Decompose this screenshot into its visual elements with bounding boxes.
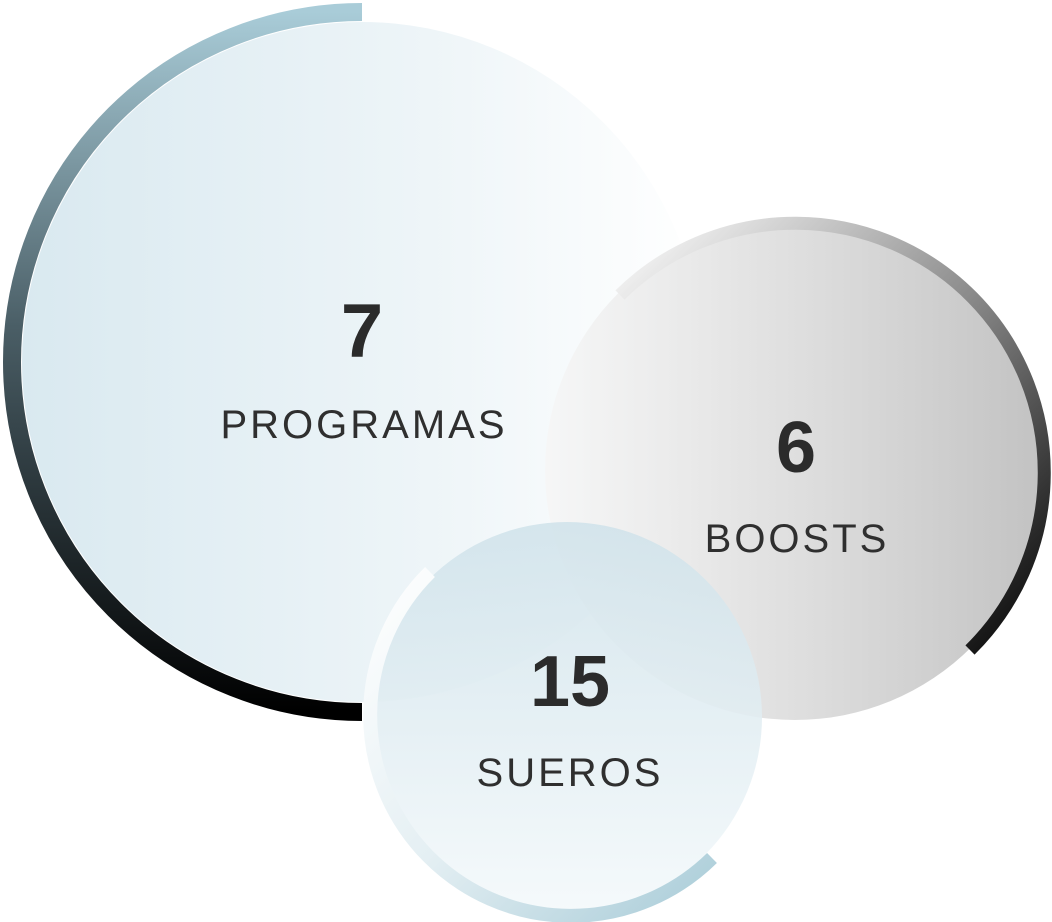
boosts-value: 6	[776, 408, 816, 488]
programas-value: 7	[341, 289, 383, 374]
boosts-label: BOOSTS	[705, 517, 890, 561]
boosts-arc	[615, 216, 1051, 655]
programas-arc	[3, 3, 363, 721]
sueros-arc	[363, 567, 717, 922]
sueros-circle	[363, 522, 762, 922]
sueros-value: 15	[530, 642, 610, 722]
programas-label: PROGRAMAS	[220, 403, 507, 447]
sueros-label: SUEROS	[477, 751, 664, 795]
